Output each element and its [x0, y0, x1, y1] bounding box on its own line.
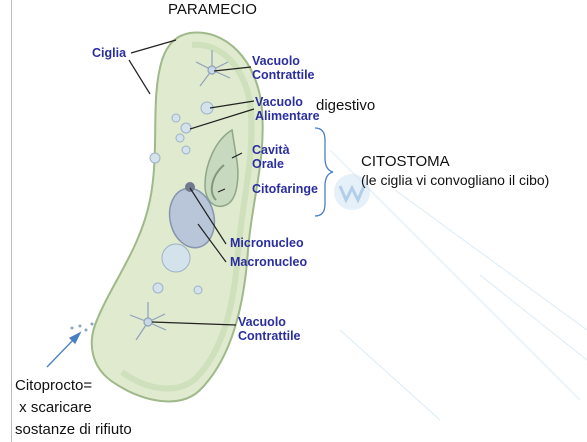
label-vacuolo-alimentare: Vacuolo Alimentare — [255, 95, 320, 123]
citostoma-bracket — [315, 128, 333, 216]
citostoma-subtitle: (le ciglia vi convogliano il cibo) — [361, 171, 549, 189]
label-cavita-orale: Cavità Orale — [252, 143, 290, 171]
citostoma-title: CITOSTOMA — [361, 153, 450, 171]
citoprocto-line3: sostanze di rifiuto — [15, 421, 132, 439]
label-digestivo: digestivo — [316, 97, 375, 115]
micronucleus — [185, 182, 195, 192]
label-micronucleo: Micronucleo — [230, 236, 304, 250]
label-ciglia: Ciglia — [92, 46, 126, 60]
label-vacuolo-contrattile-top: Vacuolo Contrattile — [252, 54, 315, 82]
citoprocto-line1: Citoprocto= — [15, 377, 92, 395]
label-macronucleo: Macronucleo — [230, 255, 307, 269]
citoprocto-arrow — [47, 333, 80, 367]
label-vacuolo-contrattile-bottom: Vacuolo Contrattile — [238, 315, 301, 343]
diagram-title: PARAMECIO — [168, 1, 257, 19]
citoprocto-line2: x scaricare — [15, 399, 92, 417]
citoprocto-particles — [71, 323, 94, 332]
label-citofaringe: Citofaringe — [252, 182, 318, 196]
